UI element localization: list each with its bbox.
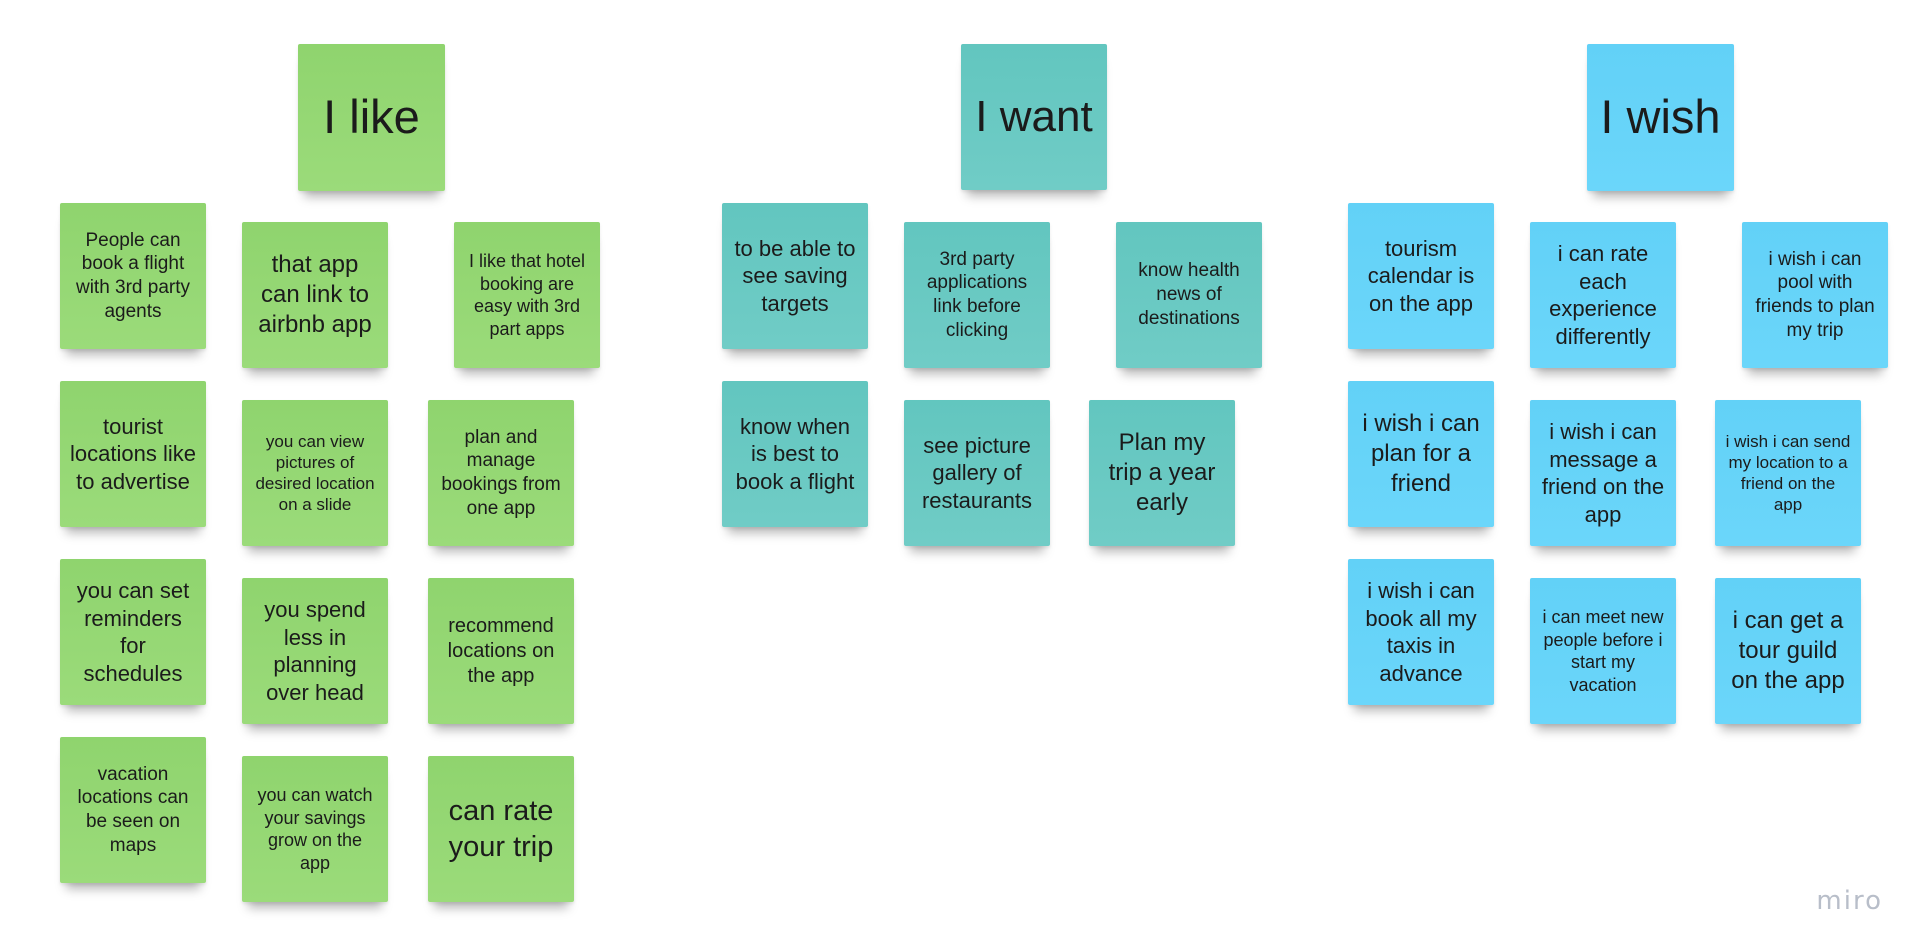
sticky-note[interactable]: 3rd party applications link before click… [904, 222, 1050, 368]
sticky-note-text: that app can link to airbnb app [258, 251, 372, 338]
sticky-note-text: i can rate each experience differently [1549, 241, 1657, 349]
sticky-note-text: i wish i can send my location to a frien… [1725, 431, 1851, 515]
sticky-note-text: i wish i can book all my taxis in advanc… [1365, 578, 1477, 686]
sticky-note[interactable]: I like that hotel booking are easy with … [454, 222, 600, 368]
header-note-i-want[interactable]: I want [961, 44, 1107, 190]
sticky-note-text: you spend less in planning over head [264, 597, 366, 705]
sticky-note-text: to be able to see saving targets [734, 235, 856, 316]
sticky-note-text: tourist locations like to advertise [70, 413, 196, 494]
sticky-note[interactable]: i wish i can pool with friends to plan m… [1742, 222, 1888, 368]
sticky-note[interactable]: i can rate each experience differently [1530, 222, 1676, 368]
sticky-note-text: i can meet new people before i start my … [1542, 607, 1664, 695]
sticky-note-text: you can set reminders for schedules [76, 578, 190, 686]
sticky-note-text: I like that hotel booking are easy with … [468, 251, 586, 339]
sticky-note[interactable]: tourism calendar is on the app [1348, 203, 1494, 349]
header-note-i-like[interactable]: I like [298, 44, 445, 191]
sticky-note[interactable]: can rate your trip [428, 756, 574, 902]
miro-logo: miro [1816, 886, 1883, 916]
sticky-note[interactable]: you can watch your savings grow on the a… [242, 756, 388, 902]
header-note-text: I want [975, 92, 1093, 142]
sticky-note-text: plan and manage bookings from one app [441, 426, 561, 519]
sticky-note[interactable]: that app can link to airbnb app [242, 222, 388, 368]
sticky-note[interactable]: recommend locations on the app [428, 578, 574, 724]
sticky-note[interactable]: i wish i can plan for a friend [1348, 381, 1494, 527]
sticky-note[interactable]: know health news of destinations [1116, 222, 1262, 368]
sticky-note[interactable]: see picture gallery of restaurants [904, 400, 1050, 546]
sticky-note-text: see picture gallery of restaurants [921, 432, 1033, 513]
sticky-note[interactable]: i wish i can book all my taxis in advanc… [1348, 559, 1494, 705]
header-note-i-wish[interactable]: I wish [1587, 44, 1734, 191]
header-note-text: I wish [1600, 90, 1721, 144]
sticky-note[interactable]: i wish i can send my location to a frien… [1715, 400, 1861, 546]
sticky-note-text: tourism calendar is on the app [1367, 235, 1475, 316]
sticky-note[interactable]: to be able to see saving targets [722, 203, 868, 349]
sticky-note-text: can rate your trip [448, 794, 554, 863]
sticky-note-text: vacation locations can be seen on maps [77, 763, 189, 856]
sticky-note[interactable]: you spend less in planning over head [242, 578, 388, 724]
sticky-note[interactable]: you can view pictures of desired locatio… [242, 400, 388, 546]
sticky-note[interactable]: i can meet new people before i start my … [1530, 578, 1676, 724]
sticky-note-text: recommend locations on the app [447, 614, 555, 687]
sticky-note-text: you can watch your savings grow on the a… [257, 785, 373, 873]
sticky-note[interactable]: tourist locations like to advertise [60, 381, 206, 527]
sticky-note[interactable]: plan and manage bookings from one app [428, 400, 574, 546]
sticky-note-text: i wish i can pool with friends to plan m… [1755, 248, 1875, 341]
sticky-note[interactable]: know when is best to book a flight [722, 381, 868, 527]
sticky-note-text: Plan my trip a year early [1108, 429, 1216, 516]
sticky-note[interactable]: i wish i can message a friend on the app [1530, 400, 1676, 546]
sticky-note-text: i wish i can message a friend on the app [1541, 419, 1665, 527]
sticky-note[interactable]: you can set reminders for schedules [60, 559, 206, 705]
sticky-note[interactable]: vacation locations can be seen on maps [60, 737, 206, 883]
sticky-note-text: know health news of destinations [1138, 260, 1240, 329]
sticky-note-text: 3rd party applications link before click… [926, 248, 1028, 341]
sticky-note-text: i wish i can plan for a friend [1362, 410, 1480, 497]
sticky-note-text: People can book a flight with 3rd party … [75, 229, 191, 322]
header-note-text: I like [323, 90, 420, 144]
sticky-note[interactable]: i can get a tour guild on the app [1715, 578, 1861, 724]
sticky-note-text: know when is best to book a flight [735, 413, 855, 494]
sticky-note[interactable]: Plan my trip a year early [1089, 400, 1235, 546]
sticky-note-text: you can view pictures of desired locatio… [255, 431, 375, 515]
sticky-note[interactable]: People can book a flight with 3rd party … [60, 203, 206, 349]
sticky-note-text: i can get a tour guild on the app [1731, 607, 1845, 694]
